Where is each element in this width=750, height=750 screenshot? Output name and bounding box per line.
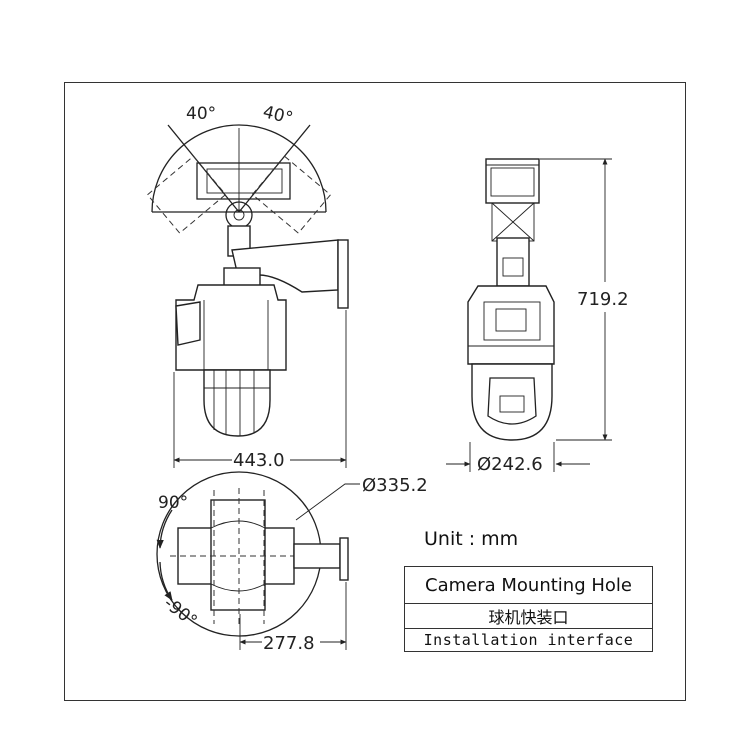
- camera-front-body: [467, 285, 555, 365]
- width-dimension: 443.0: [233, 450, 285, 471]
- pan-top-angle: 90°: [158, 493, 188, 513]
- drawing-frame: [64, 82, 686, 701]
- camera-dome: [203, 369, 271, 437]
- legend-english-label: Installation interface: [404, 628, 653, 652]
- length-dimension: 277.8: [263, 633, 315, 654]
- pan-bottom-angle: -90°: [160, 593, 201, 631]
- top-view: [156, 471, 360, 650]
- camera-upper-body: [175, 284, 287, 371]
- tilt-left-angle: 40°: [186, 104, 216, 124]
- camera-front-dome: [471, 363, 553, 441]
- tilt-right-angle: 40°: [261, 102, 295, 129]
- front-diameter-dimension: Ø242.6: [477, 454, 543, 475]
- top-diameter-dimension: Ø335.2: [362, 475, 428, 496]
- height-dimension: 719.2: [577, 289, 629, 310]
- mounting-legend-table: Camera Mounting Hole 球机快装口 Installation …: [404, 566, 653, 652]
- legend-title: Camera Mounting Hole: [404, 566, 653, 604]
- tilt-arc: [151, 124, 327, 213]
- unit-label: Unit : mm: [424, 528, 519, 550]
- side-view: [146, 124, 349, 468]
- front-view: [446, 158, 612, 472]
- legend-chinese-label: 球机快装口: [404, 603, 653, 629]
